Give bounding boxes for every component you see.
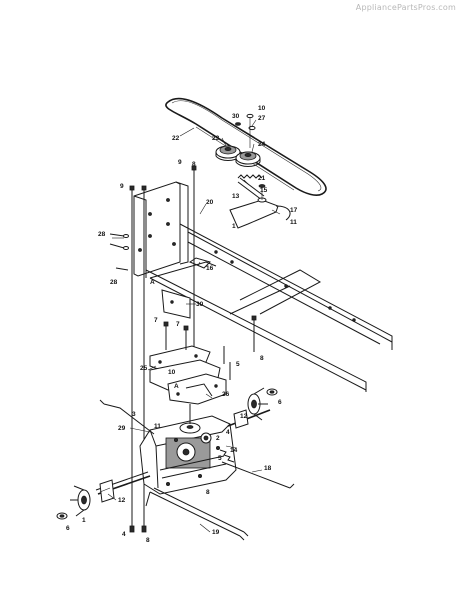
- callout-A: A: [150, 279, 155, 286]
- control-rod-14: [219, 449, 235, 463]
- callout-23: 23: [212, 135, 220, 142]
- callout-16: 16: [206, 265, 214, 272]
- callout-5: 5: [236, 361, 240, 368]
- mount-bracket-25: [149, 345, 221, 391]
- tension-spring-13: [237, 174, 265, 201]
- callout-28: 28: [110, 279, 118, 286]
- callout-15: 15: [260, 187, 268, 194]
- callout-10: 10: [168, 369, 176, 376]
- hub-cap-6-right: [266, 388, 278, 396]
- callout-17: 17: [290, 207, 298, 214]
- callout-19: 19: [212, 529, 220, 536]
- callout-5: 5: [218, 455, 222, 462]
- transaxle-input-pulley: [179, 404, 201, 434]
- callout-14: 14: [230, 447, 238, 454]
- bracket-30: [161, 289, 191, 319]
- callout-25: 25: [140, 365, 148, 372]
- callout-30: 30: [196, 301, 204, 308]
- callout-28: 28: [98, 231, 106, 238]
- callout-10: 10: [258, 105, 266, 112]
- watermark: AppliancePartsPros.com: [355, 3, 456, 12]
- callout-20: 20: [206, 199, 214, 206]
- callout-7: 7: [176, 321, 180, 328]
- drive-belt: [165, 97, 327, 196]
- callout-3: 3: [132, 411, 136, 418]
- hub-cap-6-left: [56, 512, 68, 520]
- callout-8: 8: [192, 161, 196, 168]
- control-rod-18: [221, 461, 295, 489]
- mount-bracket-26: [167, 373, 227, 405]
- callout-27: 27: [258, 115, 266, 122]
- callout-13: 13: [232, 193, 240, 200]
- axle-right: [227, 409, 271, 429]
- callout-A: A: [174, 383, 179, 390]
- wheel-hub-right-1: [247, 387, 268, 421]
- callout-leaders: [99, 119, 281, 533]
- wheel-hub-left-1: [70, 485, 91, 517]
- callout-4: 4: [226, 429, 230, 436]
- callout-11: 11: [290, 219, 297, 226]
- callout-11: 11: [154, 423, 161, 430]
- callout-29: 29: [118, 425, 126, 432]
- callout-30: 30: [232, 113, 240, 120]
- control-rod-19: [145, 487, 249, 541]
- callout-26: 26: [222, 391, 230, 398]
- top-hardware: [235, 113, 256, 148]
- drive-pulley-24: [235, 151, 261, 167]
- callout-21: 21: [258, 175, 266, 182]
- callout-18: 18: [264, 465, 272, 472]
- callout-6: 6: [278, 399, 282, 406]
- callout-12: 12: [240, 413, 248, 420]
- callout-12: 12: [118, 497, 126, 504]
- callout-6: 6: [66, 525, 70, 532]
- callout-labels: 10 30 27 22 23 24 9 8 21 13 15 17 11 1 9…: [66, 105, 298, 544]
- hardware-7-5: [163, 321, 231, 380]
- callout-9: 9: [178, 159, 182, 166]
- bolt-8: [251, 315, 257, 352]
- axle-left: [95, 471, 151, 503]
- callout-8: 8: [206, 489, 210, 496]
- callout-24: 24: [258, 141, 266, 148]
- callout-4: 4: [122, 531, 126, 538]
- callout-8: 8: [260, 355, 264, 362]
- hardware-28: [109, 233, 129, 271]
- callout-7: 7: [154, 317, 158, 324]
- callout-1: 1: [82, 517, 86, 524]
- control-rod-20: [99, 399, 155, 435]
- callout-8: 8: [146, 537, 150, 544]
- callout-1: 1: [232, 223, 236, 230]
- callout-2: 2: [216, 435, 220, 442]
- callout-22: 22: [172, 135, 180, 142]
- callout-9: 9: [120, 183, 124, 190]
- transaxle-2: [139, 415, 237, 495]
- frame-upright: [133, 181, 189, 278]
